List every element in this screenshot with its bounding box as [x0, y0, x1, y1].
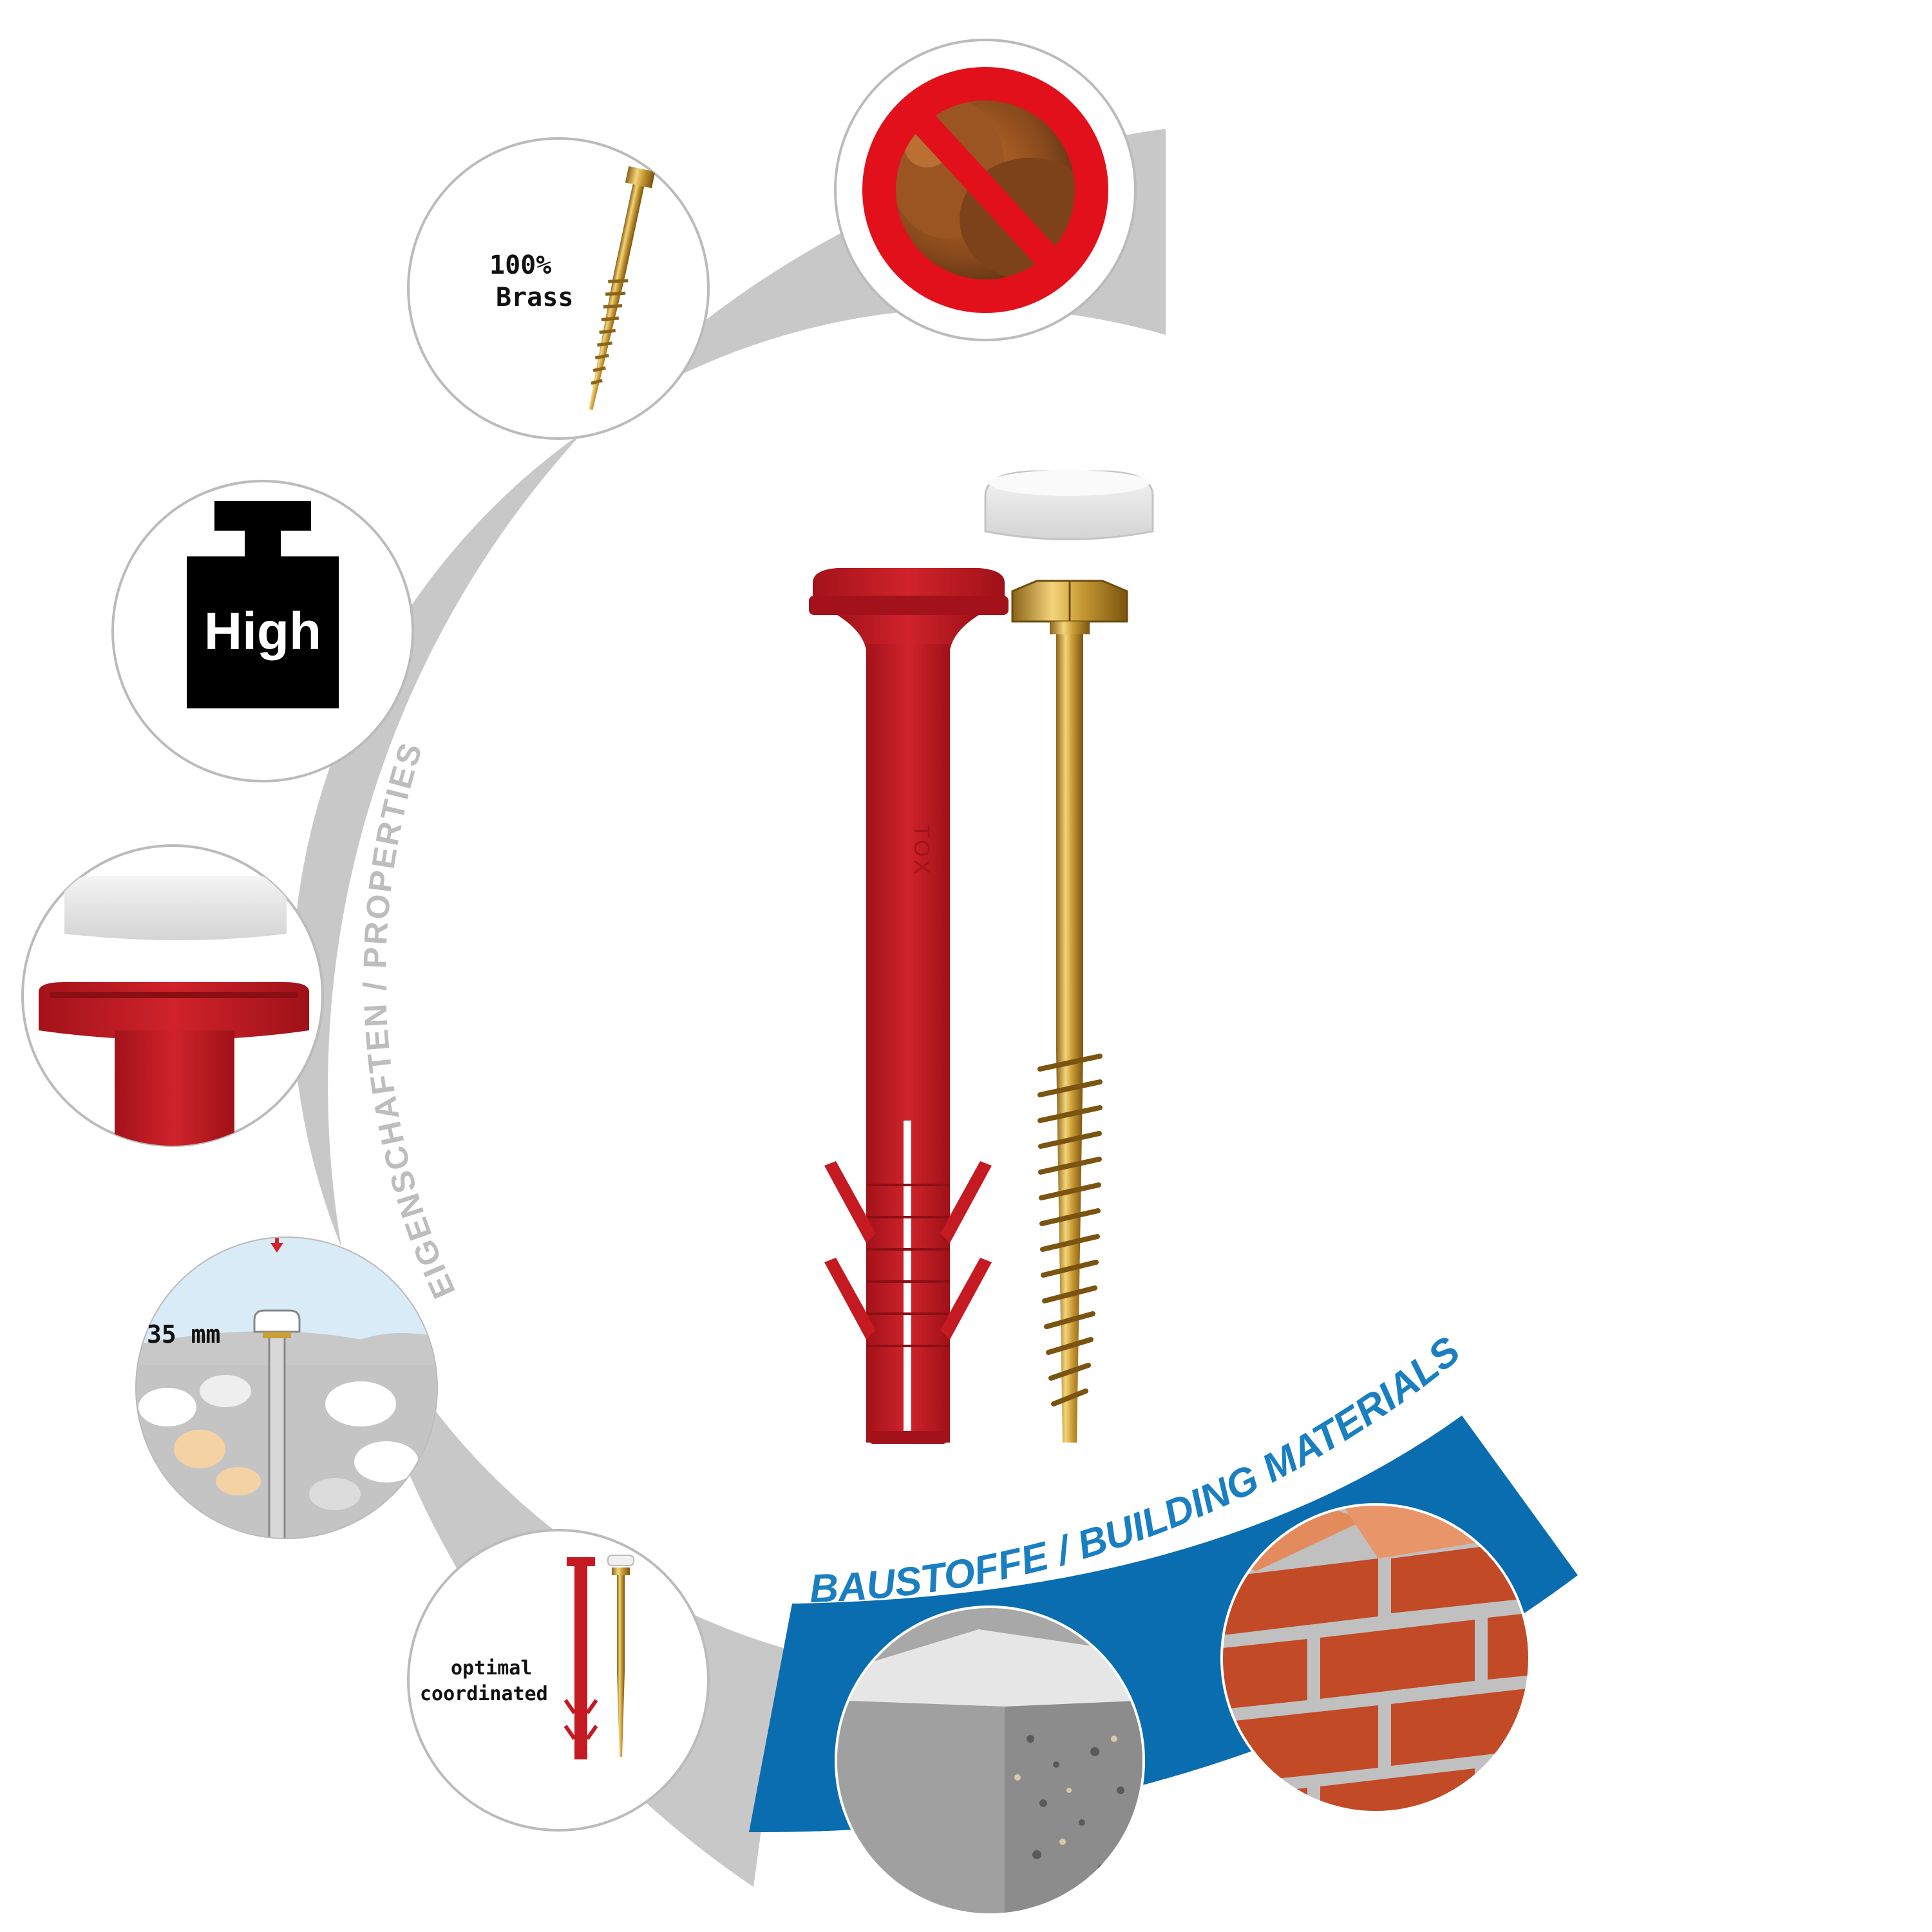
concrete-material: [835, 1605, 1145, 1916]
properties-arc-label: EIGENSCHAFTEN / PROPERTIES: [357, 737, 462, 1304]
system-property: optimal coordinated: [407, 1529, 710, 1832]
red-wall-plug: TOX: [809, 568, 1009, 1444]
brick-material: [1220, 1503, 1531, 1814]
brass-line1: 100%: [489, 251, 551, 280]
brass-line2: Brass: [496, 283, 573, 312]
materials-arc-white-strip: [791, 1378, 1459, 1604]
cover-cap-icon: [39, 876, 309, 1146]
installation-depth-icon: [137, 1238, 437, 1538]
brass-screw-icon: [589, 166, 656, 410]
brass-property: 100% Brass: [407, 137, 710, 440]
plug-brand-label: TOX: [909, 824, 934, 876]
system-line2: coordinated: [420, 1683, 548, 1705]
no-rust-property: [834, 39, 1137, 341]
brass-screw: [1011, 580, 1128, 1443]
cap-property: [21, 844, 324, 1147]
depth-property: 35 mm: [135, 1236, 438, 1539]
white-cover-cap: [984, 470, 1154, 540]
load-label: High: [204, 602, 321, 661]
brick-icon: [1223, 1506, 1528, 1811]
plug-and-screw-icon: [564, 1555, 634, 1759]
load-property: High: [111, 480, 414, 782]
concrete-icon: [837, 1608, 1142, 1913]
depth-label: 35 mm: [147, 1320, 220, 1349]
weight-icon: [187, 501, 339, 708]
system-line1: optimal: [451, 1657, 532, 1680]
